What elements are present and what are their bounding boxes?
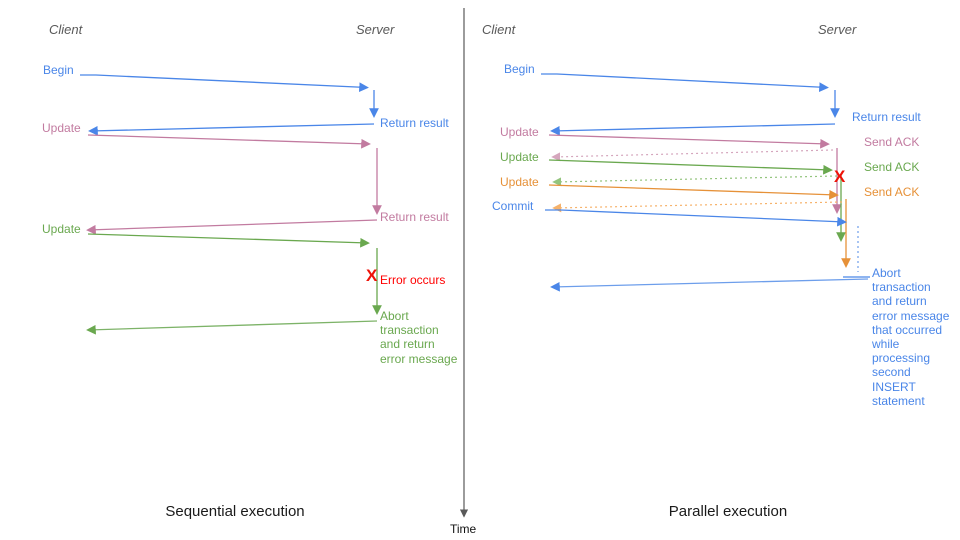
right-send-ack2-label: Send ACK (864, 160, 920, 174)
right-commit-label: Commit (492, 199, 534, 213)
right-panel-title: Parallel execution (668, 503, 788, 520)
left-abort-return-arrow (86, 320, 378, 335)
right-abort-note-line: that occurred (872, 322, 943, 337)
right-update3-label: Update (500, 175, 539, 189)
right-send-ack3-arrow (552, 201, 843, 213)
left-client-header: Client (49, 22, 83, 37)
left-abort-note-line: error message (380, 351, 458, 366)
left-update1-request-arrow (87, 134, 371, 149)
left-begin-request-arrow (80, 74, 369, 93)
right-abort-note-line: and return (872, 294, 927, 309)
right-update1-label: Update (500, 125, 539, 139)
right-send-ack1-label: Send ACK (864, 135, 920, 149)
right-abort-return-arrow (550, 278, 869, 292)
right-abort-note-line: processing (872, 351, 931, 366)
time-axis-label: Time (450, 522, 477, 536)
right-update2-label: Update (500, 150, 539, 164)
right-commit-request-arrow (545, 209, 847, 227)
left-return-result1-label: Return result (380, 116, 449, 130)
left-return-result1-arrow (88, 123, 375, 136)
left-begin-label: Begin (43, 63, 74, 77)
left-abort-note-line: Abort (380, 309, 409, 323)
right-abort-note-line: INSERT (872, 379, 916, 394)
right-abort-note: Abort transaction and return error messa… (872, 266, 960, 408)
left-abort-note: Abort transaction and return error messa… (380, 309, 468, 366)
right-abort-note-line: statement (872, 393, 925, 408)
right-abort-note-line: transaction (872, 280, 931, 295)
right-update3-request-arrow (548, 184, 839, 200)
right-error-x-icon: X (834, 167, 846, 186)
right-server-header: Server (818, 22, 857, 37)
right-send-ack2-arrow (552, 175, 838, 187)
left-return-result2-label: Return result (380, 210, 449, 224)
left-update2-request-arrow (87, 233, 370, 248)
right-send-ack3-label: Send ACK (864, 185, 920, 199)
left-server-header: Server (356, 22, 395, 37)
right-update1-request-arrow (548, 134, 830, 149)
left-panel-title: Sequential execution (165, 503, 305, 520)
right-client-header: Client (482, 22, 516, 37)
right-abort-note-line: error message (872, 308, 950, 323)
right-return-result-label: Return result (852, 110, 921, 124)
right-abort-note-line: Abort (872, 266, 901, 280)
left-return-result2-arrow (86, 219, 378, 235)
right-abort-note-line: while (872, 337, 900, 352)
left-error-label: Error occurs (380, 273, 446, 287)
left-update1-label: Update (42, 121, 81, 135)
right-begin-label: Begin (504, 62, 535, 76)
right-send-ack1-arrow (551, 149, 834, 162)
left-error-x-icon: X (366, 266, 378, 285)
right-update2-request-arrow (548, 159, 833, 175)
left-abort-note-line: transaction (380, 323, 439, 338)
right-begin-request-arrow (541, 73, 829, 92)
left-update2-label: Update (42, 222, 81, 236)
right-return-result-arrow (550, 123, 836, 136)
left-abort-note-line: and return (380, 337, 435, 352)
right-abort-note-line: second (872, 365, 911, 380)
